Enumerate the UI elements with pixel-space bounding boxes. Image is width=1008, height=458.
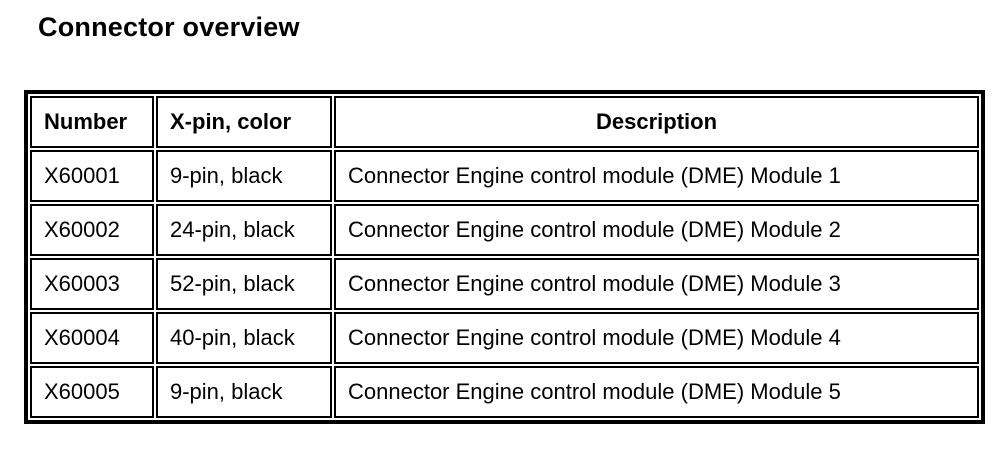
cell-number: X60002 [30,204,154,256]
cell-number: X60001 [30,150,154,202]
connector-overview-table: Number X-pin, color Description X60001 9… [24,90,985,424]
cell-description: Connector Engine control module (DME) Mo… [334,150,979,202]
cell-pin-color: 40-pin, black [156,312,332,364]
table-row: X60003 52-pin, black Connector Engine co… [30,258,979,310]
table-header-row: Number X-pin, color Description [30,96,979,148]
cell-number: X60004 [30,312,154,364]
cell-description: Connector Engine control module (DME) Mo… [334,366,979,418]
cell-description: Connector Engine control module (DME) Mo… [334,258,979,310]
table-row: X60005 9-pin, black Connector Engine con… [30,366,979,418]
cell-number: X60003 [30,258,154,310]
cell-pin-color: 9-pin, black [156,366,332,418]
table-row: X60001 9-pin, black Connector Engine con… [30,150,979,202]
header-number: Number [30,96,154,148]
header-description: Description [334,96,979,148]
cell-description: Connector Engine control module (DME) Mo… [334,204,979,256]
cell-number: X60005 [30,366,154,418]
cell-pin-color: 52-pin, black [156,258,332,310]
page-title: Connector overview [38,12,300,42]
cell-description: Connector Engine control module (DME) Mo… [334,312,979,364]
table-row: X60004 40-pin, black Connector Engine co… [30,312,979,364]
table-row: X60002 24-pin, black Connector Engine co… [30,204,979,256]
cell-pin-color: 24-pin, black [156,204,332,256]
header-pin-color: X-pin, color [156,96,332,148]
cell-pin-color: 9-pin, black [156,150,332,202]
